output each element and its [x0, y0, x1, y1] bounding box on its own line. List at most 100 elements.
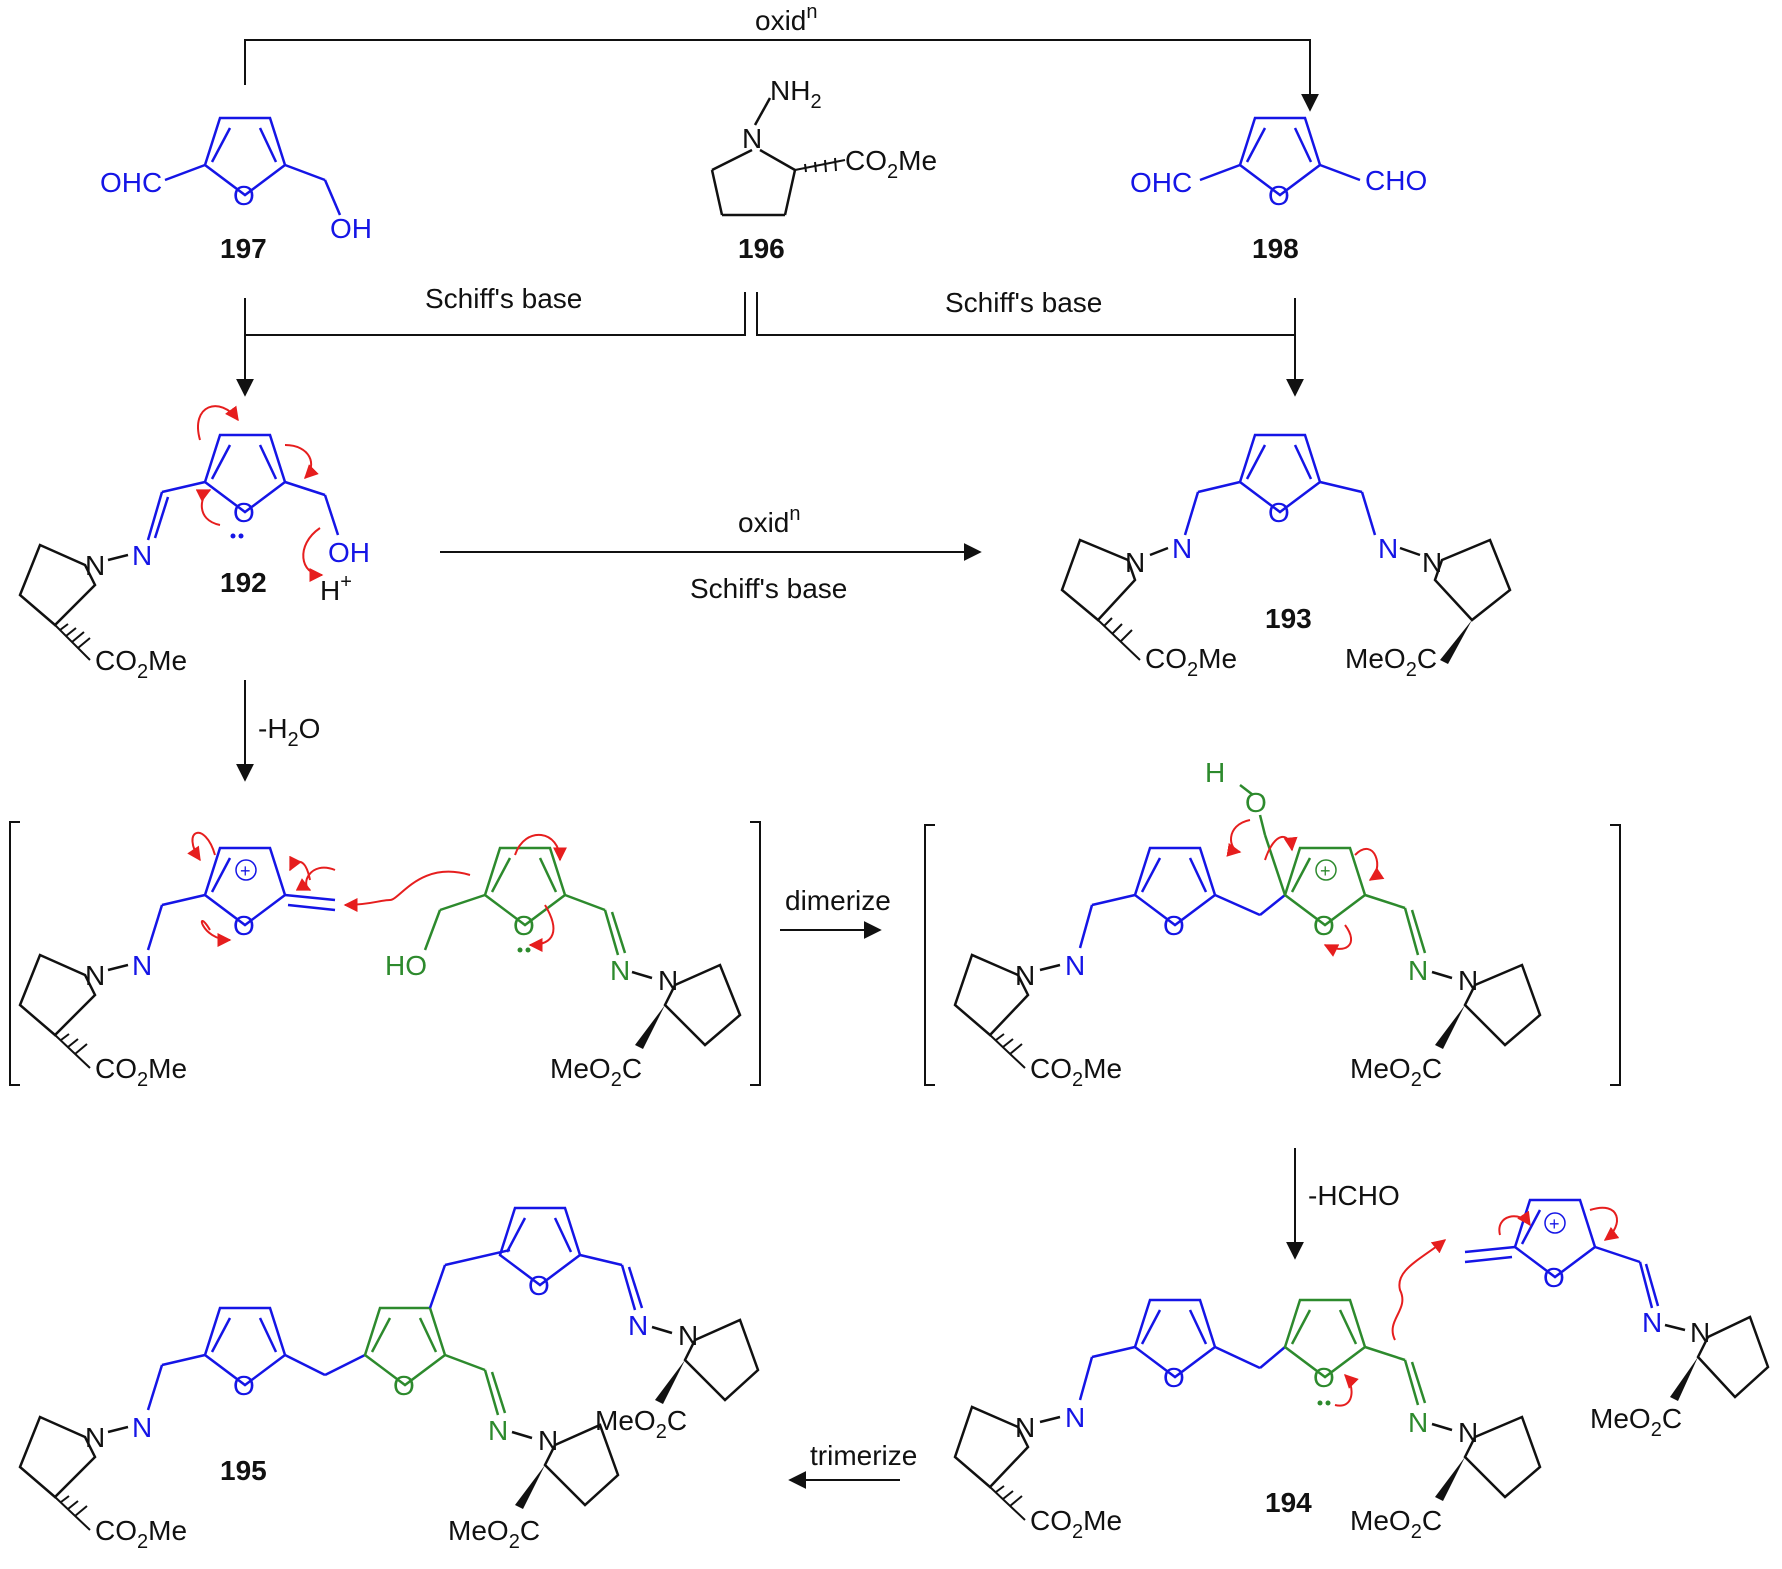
pyrrolidine-nitrogen: N — [538, 1425, 558, 1456]
oxonium-oxygen: O — [233, 910, 255, 941]
pyrrolidine-nitrogen: N — [1690, 1317, 1710, 1348]
imine-nitrogen: N — [610, 955, 630, 986]
furfuryl-cation-right: O + N N MeO2C — [1464, 1198, 1770, 1441]
positive-charge: + — [1549, 1214, 1560, 1234]
furan-oxygen: O — [233, 180, 255, 211]
hydroxyl-hydrogen: H — [1205, 757, 1225, 788]
arrow-dehydration: -H2O — [236, 680, 320, 782]
hydroxyl-group: OH — [328, 537, 370, 568]
ester-group: MeO2C — [1350, 1505, 1442, 1543]
compound-label-192: 192 — [220, 567, 267, 598]
compound-197: O OHC OH 197 — [100, 116, 372, 264]
ring-nitrogen: N — [742, 123, 762, 154]
arrow-label-schiff-left: Schiff's base — [425, 283, 582, 314]
arrow-dimerize: dimerize — [780, 885, 891, 939]
oxonium-oxygen: O — [1313, 910, 1335, 941]
aldehyde-group: OHC — [100, 167, 162, 198]
pyrrolidine-nitrogen: N — [658, 965, 678, 996]
ester-group: MeO2C — [1590, 1403, 1682, 1441]
amino-group: NH2 — [770, 75, 822, 113]
ester-group: CO2Me — [95, 645, 187, 683]
imine-nitrogen: N — [132, 540, 152, 571]
compound-194: O N N CO2Me O N N MeO2C 194 — [953, 1239, 1542, 1543]
arrow-label-trimerize: trimerize — [810, 1440, 917, 1471]
compound-label-193: 193 — [1265, 603, 1312, 634]
arrow-label-schiff-right: Schiff's base — [945, 287, 1102, 318]
imine-nitrogen: N — [1065, 950, 1085, 981]
imine-nitrogen: N — [1642, 1307, 1662, 1338]
dimer-cation: O N N CO2Me O + O H N N MeO2C — [953, 757, 1542, 1091]
imine-nitrogen: N — [488, 1415, 508, 1446]
compound-195: O N N CO2Me O N N MeO2C — [18, 1206, 760, 1553]
arrow-oxidation-top: oxidn — [244, 1, 1319, 112]
compound-193: O N N N N CO2Me MeO2C 193 — [1060, 433, 1512, 681]
hydroxyl-oxygen: O — [1245, 787, 1267, 818]
hydroxyl-group: HO — [385, 950, 427, 981]
arrow-label-schiff-mid: Schiff's base — [690, 573, 847, 604]
ester-group-top: MeO2C — [595, 1405, 687, 1443]
pyrrolidine-nitrogen: N — [85, 960, 105, 991]
aldehyde-left: OHC — [1130, 167, 1192, 198]
imine-nitrogen: N — [132, 950, 152, 981]
arrow-label-oxidation-mid: oxidn — [738, 503, 801, 538]
ester-group-left: CO2Me — [1145, 643, 1237, 681]
furan-oxygen: O — [1163, 1362, 1185, 1393]
furan-oxygen: O — [1268, 180, 1290, 211]
ester-group: CO2Me — [1030, 1053, 1122, 1091]
arrow-label-dimerize: dimerize — [785, 885, 891, 916]
pyrrolidine-nitrogen: N — [85, 550, 105, 581]
arrow-label-formaldehyde: -HCHO — [1308, 1180, 1400, 1211]
proton: H+ — [320, 571, 352, 606]
furan-oxygen: O — [1313, 1362, 1335, 1393]
compound-label-196: 196 — [738, 233, 785, 264]
imine-nitrogen-top: N — [628, 1310, 648, 1341]
furfuryl-cation: O + N N CO2Me — [18, 832, 336, 1091]
arrow-schiff-base-fork — [236, 292, 1304, 397]
imine-nitrogen-left: N — [1172, 533, 1192, 564]
pyrrolidine-nitrogen: N — [1458, 1417, 1478, 1448]
pyrrolidine-nitrogen: N — [1015, 1412, 1035, 1443]
furan-oxygen: O — [233, 1370, 255, 1401]
imine-nitrogen-right: N — [1378, 533, 1398, 564]
pyrrolidine-nitrogen: N — [85, 1422, 105, 1453]
compound-label-194: 194 — [1265, 1487, 1312, 1518]
compound-192: O N N CO2Me OH H+ 192 — [18, 405, 370, 683]
ester-group: MeO2C — [1350, 1053, 1442, 1091]
ester-group: CO2Me — [1030, 1505, 1122, 1543]
compound-label-195: 195 — [220, 1455, 267, 1486]
compound-198: O OHC CHO 198 — [1130, 116, 1427, 264]
imine-nitrogen: N — [132, 1412, 152, 1443]
pyrrolidine-nitrogen: N — [1015, 960, 1035, 991]
ester-group-right: MeO2C — [1345, 643, 1437, 681]
imine-nitrogen: N — [1065, 1402, 1085, 1433]
furan-oxygen-top: O — [528, 1270, 550, 1301]
furan-oxygen: O — [233, 497, 255, 528]
arrow-trimerize: trimerize — [788, 1440, 917, 1489]
furan-oxygen: O — [513, 910, 535, 941]
furan-oxygen: O — [1268, 497, 1290, 528]
ester-group: CO2Me — [95, 1515, 187, 1553]
oxonium-oxygen: O — [1543, 1262, 1565, 1293]
ester-group: MeO2C — [448, 1515, 540, 1553]
ester-group: MeO2C — [550, 1053, 642, 1091]
imine-nitrogen: N — [1408, 955, 1428, 986]
hydroxyl-group: OH — [330, 213, 372, 244]
arrow-formaldehyde-loss: -HCHO — [1286, 1148, 1400, 1260]
pyrrolidine-nitrogen-right: N — [1422, 547, 1442, 578]
ester-group: CO2Me — [845, 145, 937, 183]
pyrrolidine-nitrogen-left: N — [1125, 547, 1145, 578]
positive-charge: + — [1320, 861, 1331, 881]
bracket-right-intermediate — [924, 824, 1621, 1086]
compound-label-198: 198 — [1252, 233, 1299, 264]
bracket-left-intermediate — [9, 821, 761, 1086]
compound-196: NH2 N CO2Me 196 — [710, 75, 937, 264]
furan-oxygen: O — [393, 1370, 415, 1401]
compound-label-197: 197 — [220, 233, 267, 264]
imine-nitrogen: N — [1408, 1407, 1428, 1438]
hydroxymethyl-furan-imine: O HO N N MeO2C — [343, 834, 742, 1091]
aldehyde-right: CHO — [1365, 165, 1427, 196]
pyrrolidine-nitrogen: N — [1458, 965, 1478, 996]
arrow-label-oxidation: oxidn — [755, 1, 818, 36]
positive-charge: + — [240, 861, 251, 881]
